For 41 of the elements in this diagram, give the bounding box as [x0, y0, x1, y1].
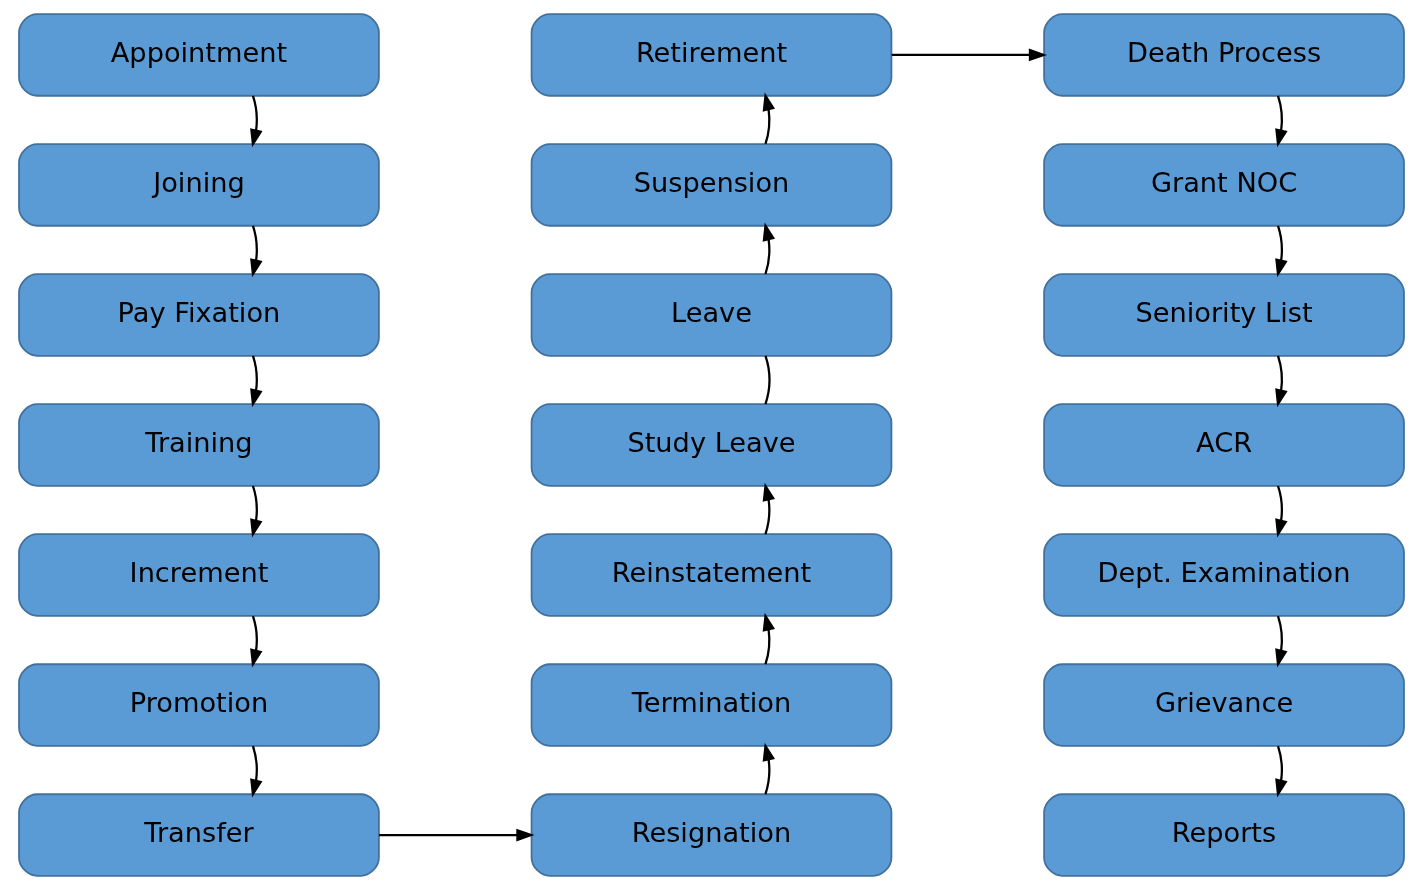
node-box: Grant NOC	[1043, 143, 1405, 227]
arrow	[250, 615, 263, 668]
arrow	[1275, 485, 1288, 538]
arrow	[1275, 615, 1288, 668]
arrow	[250, 485, 263, 538]
node-box: Death Process	[1043, 13, 1405, 97]
node-box: Seniority List	[1043, 273, 1405, 357]
arrow	[250, 95, 263, 148]
node-box: Pay Fixation	[18, 273, 380, 357]
arrow	[379, 828, 535, 842]
node-box: ACR	[1043, 403, 1405, 487]
arrow	[250, 745, 263, 798]
node-box: Suspension	[530, 143, 893, 227]
node-box: Termination	[530, 663, 893, 747]
connector	[764, 355, 771, 405]
node-box: Increment	[18, 533, 380, 617]
node-box: Appointment	[18, 13, 380, 97]
node-box: Reports	[1043, 793, 1405, 877]
node-box: Retirement	[530, 13, 893, 97]
arrow	[762, 612, 776, 665]
node-box: Study Leave	[530, 403, 893, 487]
node-box: Transfer	[18, 793, 380, 877]
arrow	[762, 482, 776, 535]
arrow	[250, 225, 263, 278]
arrow	[762, 742, 776, 795]
node-box: Joining	[18, 143, 380, 227]
arrow	[1275, 95, 1288, 148]
node-box: Promotion	[18, 663, 380, 747]
node-box: Resignation	[530, 793, 893, 877]
node-box: Reinstatement	[530, 533, 893, 617]
node-box: Training	[18, 403, 380, 487]
arrow	[250, 355, 263, 408]
node-box: Leave	[530, 273, 893, 357]
node-box: Dept. Examination	[1043, 533, 1405, 617]
arrow	[762, 222, 776, 275]
arrow	[891, 48, 1047, 62]
arrow	[1275, 355, 1288, 408]
arrow	[1275, 225, 1288, 278]
node-box: Grievance	[1043, 663, 1405, 747]
arrow	[762, 92, 776, 145]
arrow	[1275, 745, 1288, 798]
